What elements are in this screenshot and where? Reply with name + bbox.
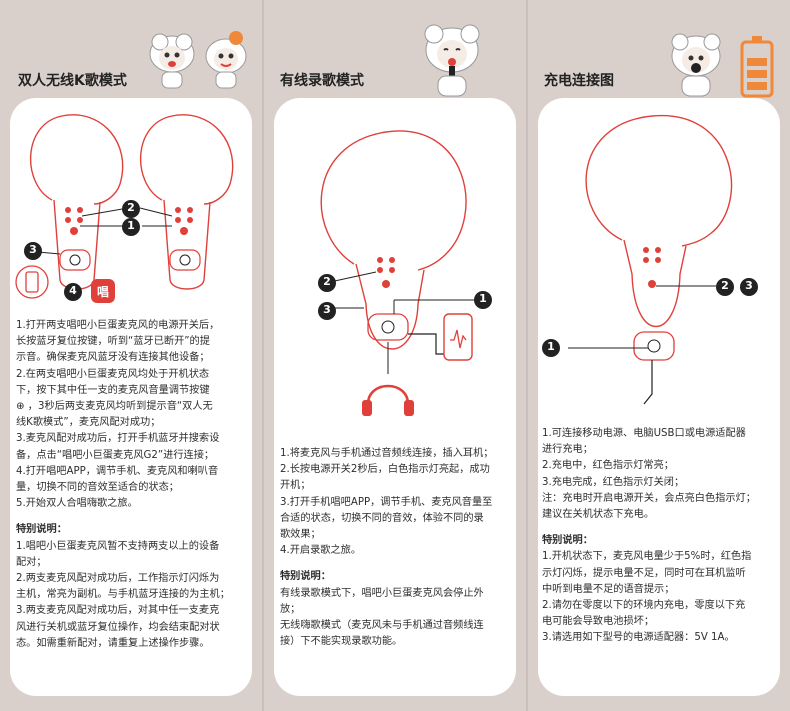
step-line: 1.可连接移动电源、电脑USB口或电源适配器 — [542, 428, 746, 439]
note-line: 放； — [280, 603, 301, 615]
instruction-card — [10, 98, 252, 696]
note-line: 有线录歌模式下，唱吧小巨蛋麦克风会停止外 — [280, 587, 484, 599]
step-line: 3.麦克风配对成功后，打开手机蓝牙并搜索设 — [16, 433, 220, 445]
instruction-card — [274, 98, 516, 696]
callout-number: 3 — [29, 243, 37, 256]
sheep-mascot-charging-icon — [660, 28, 780, 100]
callout-badge — [122, 200, 140, 218]
instruction-text: 1.可连接移动电源、电脑USB口或电源适配器 进行充电； 2.充电中，红色指示灯… — [542, 426, 778, 647]
step-line: 2.充电中，红色指示灯常亮； — [542, 460, 674, 472]
callout-badge — [24, 242, 42, 260]
note-title: 特别说明： — [280, 571, 331, 583]
panel-title: 有线录歌模式 — [280, 73, 364, 89]
note-line: 2.请勿在零度以下的环境内充电，零度以下充 — [542, 600, 746, 612]
callout-number: 2 — [721, 279, 729, 292]
wired-recording-diagram — [276, 104, 514, 434]
note-title: 特别说明： — [542, 535, 593, 547]
step-line: 1.打开两支唱吧小巨蛋麦克风的电源开关后， — [16, 320, 220, 331]
step-line: 4.打开唱吧APP，调节手机、麦克风和喇叭音 — [16, 465, 219, 477]
sheep-mascot-pair-icon — [146, 28, 256, 92]
step-line: 建议在关机状态下充电。 — [542, 509, 655, 521]
instruction-text: 1.将麦克风与手机通过音频线连接，插入耳机； 2.长按电源开关2秒后，白色指示灯… — [280, 446, 516, 650]
note-line: 示灯闪烁，提示电量不足，同时可在耳机监听 — [542, 567, 746, 579]
callout-badge — [122, 218, 140, 236]
panel-divider — [526, 0, 528, 711]
note-line: 1.唱吧小巨蛋麦克风暂不支持两支以上的设备 — [16, 540, 220, 552]
step-line: 2.长按电源开关2秒后，白色指示灯亮起，成功 — [280, 464, 490, 476]
step-line: 注：充电时开启电源开关，会点亮白色指示灯； — [542, 492, 756, 504]
callout-number: 1 — [479, 292, 487, 305]
note-line: 1.开机状态下，麦克风电量少于5%时，红色指 — [542, 551, 752, 563]
step-line: 下，按下其中任一支的麦克风音量调节按键 — [16, 384, 210, 396]
step-line: 3.充电完成，红色指示灯关闭； — [542, 476, 685, 488]
step-line: 合适的状态，切换不同的音效，体验不同的录 — [280, 512, 484, 524]
note-line: 配对； — [16, 556, 47, 568]
changba-app-icon — [91, 279, 115, 303]
note-line: 接）下不能实现录歌功能。 — [280, 636, 403, 648]
callout-number: 2 — [127, 201, 135, 214]
panel-divider — [262, 0, 264, 711]
panel-title: 充电连接图 — [544, 73, 614, 89]
callout-badge — [716, 278, 734, 296]
step-line: 开机； — [280, 480, 311, 492]
step-line: 歌效果； — [280, 529, 321, 541]
sheep-mascot-singing-icon — [412, 18, 492, 98]
note-line: 主机，常亮为副机。与手机蓝牙连接的为主机； — [16, 589, 230, 601]
note-line: 电可能会导致电池损坏； — [542, 616, 655, 628]
step-line: 示音。确保麦克风蓝牙没有连接其他设备； — [16, 352, 210, 364]
callout-badge — [318, 302, 336, 320]
step-line: 2.在两支唱吧小巨蛋麦克风均处于开机状态 — [16, 368, 210, 380]
note-line: 无线嗨歌模式（麦克风未与手机通过音频线连 — [280, 620, 484, 632]
step-line: 4.开启录歌之旅。 — [280, 545, 362, 557]
note-title: 特别说明： — [16, 524, 67, 536]
step-line: 量，切换不同的音效至适合的状态； — [16, 482, 179, 494]
callout-number: 3 — [323, 303, 331, 316]
step-line: 线K歌模式”，麦克风配对成功； — [16, 417, 161, 429]
callout-badge — [740, 278, 758, 296]
note-line: 2.两支麦克风配对成功后，工作指示灯闪烁为 — [16, 573, 220, 585]
instruction-card — [538, 98, 780, 696]
step-line: ⊕ ，3秒后两支麦克风均听到提示音“双人无 — [16, 401, 213, 413]
step-line: 3.打开手机唱吧APP，调节手机、麦克风音量至 — [280, 496, 493, 508]
instruction-text: 1.打开两支唱吧小巨蛋麦克风的电源开关后， 长按蓝牙复位按键，听到“蓝牙已断开”… — [16, 318, 252, 652]
step-line: 5.开始双人合唱嗨歌之旅。 — [16, 498, 138, 510]
note-line: 3.请选用如下型号的电源适配器：5V 1A。 — [542, 632, 735, 644]
callout-badge — [474, 291, 492, 309]
step-line: 长按蓝牙复位按键，听到“蓝牙已断开”的提 — [16, 336, 210, 348]
charging-diagram — [540, 104, 778, 414]
callout-badge — [64, 283, 82, 301]
callout-badge — [318, 274, 336, 292]
panel-title: 双人无线K歌模式 — [18, 73, 127, 89]
note-line: 中听到电量不足的语音提示； — [542, 583, 675, 595]
note-line: 风进行关机或蓝牙复位操作，均会结束配对状 — [16, 621, 220, 633]
app-icon-label: 唱 — [96, 285, 109, 299]
callout-number: 1 — [547, 340, 555, 353]
note-line: 3.两支麦克风配对成功后，对其中任一支麦克 — [16, 605, 220, 617]
step-line: 备，点击“唱吧小巨蛋麦克风G2”进行连接； — [16, 449, 215, 461]
step-line: 1.将麦克风与手机通过音频线连接，插入耳机； — [280, 448, 494, 459]
step-line: 进行充电； — [542, 444, 593, 456]
note-line: 态。如需重新配对，请重复上述操作步骤。 — [16, 637, 210, 649]
callout-number: 1 — [127, 219, 135, 232]
callout-number: 4 — [69, 284, 77, 297]
callout-number: 2 — [323, 275, 331, 288]
callout-number: 3 — [745, 279, 753, 292]
callout-badge — [542, 339, 560, 357]
